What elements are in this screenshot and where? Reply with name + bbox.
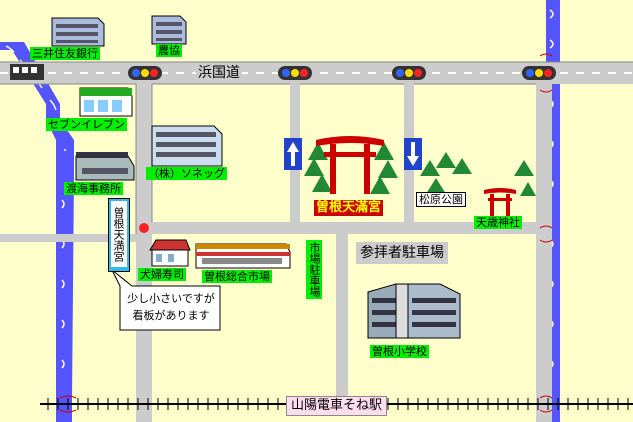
traffic-light-icon — [278, 66, 312, 80]
label-bank: 三井住友銀行 — [30, 47, 100, 60]
sign-board: 曽根天満宮 — [108, 198, 130, 272]
river-west — [0, 42, 74, 422]
arrow-up-icon — [284, 138, 302, 170]
label-inufu-sushi: 犬婦寿司 — [138, 268, 186, 281]
label-matsubara-park: 松原公園 — [416, 192, 466, 207]
callout-bubble — [111, 269, 221, 331]
label-watarikai-office: 渡海事務所 — [64, 182, 123, 195]
label-nokyo: 農協 — [156, 44, 182, 57]
traffic-light-icon — [522, 66, 556, 80]
label-sone-school: 曽根小学校 — [370, 345, 429, 358]
building-icon — [149, 239, 191, 267]
torii-icon — [484, 188, 516, 216]
label-sone-market: 曽根総合市場 — [202, 270, 272, 283]
building-icon — [151, 125, 223, 167]
traffic-light-icon — [392, 66, 426, 80]
callout-line-1: 少し小さいですが — [127, 292, 215, 305]
label-seven-eleven: セブンイレブン — [46, 118, 127, 131]
torii-icon — [316, 136, 384, 194]
building-icon — [79, 87, 133, 117]
tree-icon — [304, 142, 536, 196]
callout-line-2: 看板があります — [132, 309, 210, 322]
label-tensai-shrine: 天歳神社 — [474, 216, 522, 229]
label-sone-tenmangu: 曽根天滿宮 — [314, 200, 384, 216]
building-icon — [151, 15, 187, 45]
building-icon — [367, 283, 461, 339]
train-icon — [10, 64, 44, 80]
building-icon — [195, 243, 291, 269]
label-visitor-parking: 参拝者駐車場 — [356, 242, 448, 264]
building-icon — [75, 152, 135, 181]
sign-text: 曽根天満宮 — [111, 201, 127, 267]
traffic-light-icon — [128, 66, 162, 80]
road-name-label: 浜国道 — [196, 64, 242, 82]
station-label: 山陽電車そね駅 — [286, 396, 388, 416]
road-edges — [0, 61, 633, 234]
arrow-down-icon — [404, 138, 422, 170]
building-icon — [51, 17, 105, 47]
callout-text: 少し小さいですが 看板があります — [122, 290, 220, 324]
sign-location-dot — [139, 223, 149, 233]
label-sonekku: （株）ソネッグ — [146, 167, 227, 180]
label-market-parking: 市場駐車場 — [306, 240, 322, 299]
bridges — [59, 53, 553, 413]
